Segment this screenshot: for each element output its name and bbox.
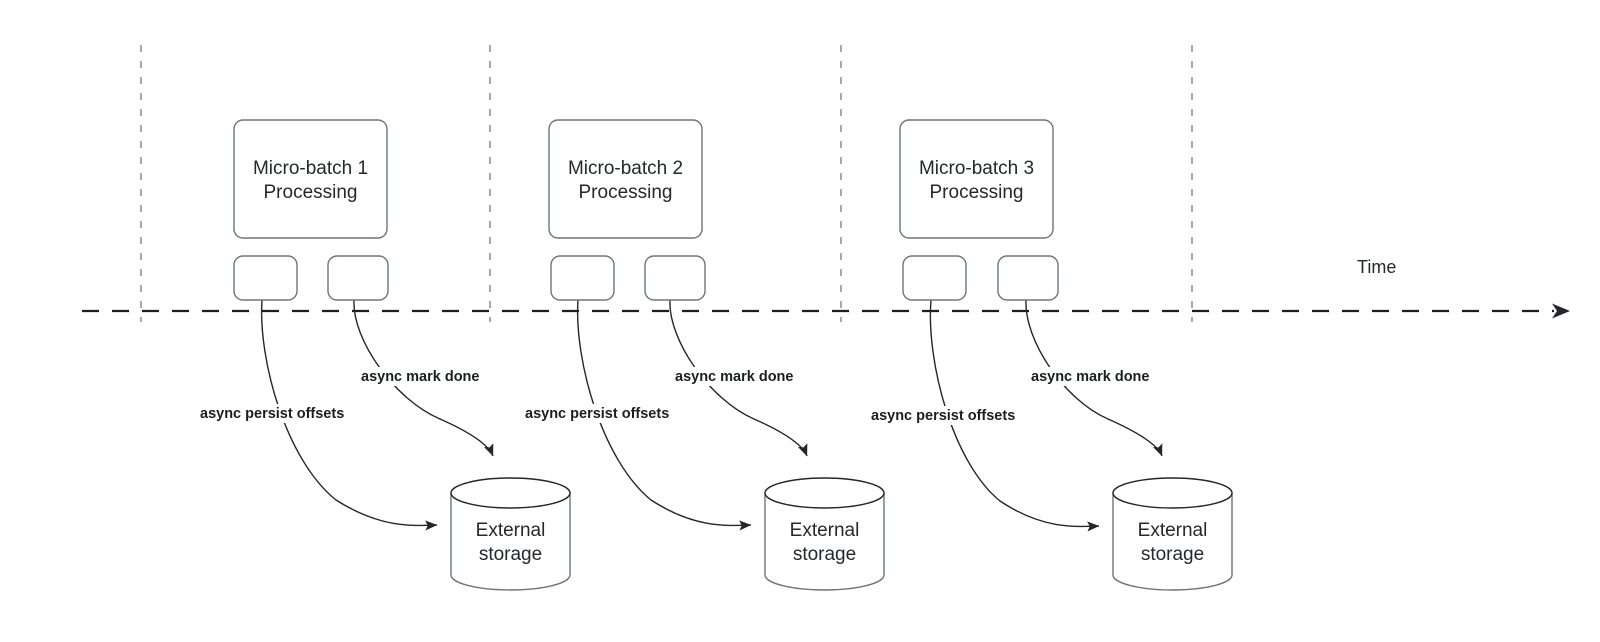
- flow-edges-group: [260, 299, 1163, 532]
- cylinder-top-ellipse-1: [450, 477, 571, 509]
- task-2a[interactable]: [550, 255, 615, 301]
- time-axis: Time: [82, 257, 1570, 319]
- micro-batch-box-1[interactable]: [233, 119, 388, 239]
- task-3b-box[interactable]: [997, 255, 1059, 301]
- mark-done-2-label-backdrop: [672, 367, 794, 386]
- mark-done-1-label-backdrop: [358, 367, 480, 386]
- task-1a[interactable]: [233, 255, 298, 301]
- task-3a[interactable]: [902, 255, 967, 301]
- task-2b-box[interactable]: [644, 255, 706, 301]
- cylinder-top-ellipse-2: [764, 477, 885, 509]
- persist-offsets-3-label: async persist offsets: [871, 408, 1015, 424]
- task-1b-box[interactable]: [327, 255, 389, 301]
- cylinder-top-ellipse-3: [1112, 477, 1233, 509]
- task-2a-box[interactable]: [550, 255, 615, 301]
- persist-offsets-3-label-backdrop: [868, 406, 1036, 425]
- mark-done-1-curve: [353, 299, 494, 457]
- task-2b[interactable]: [644, 255, 706, 301]
- task-1a-box[interactable]: [233, 255, 298, 301]
- flow-edge-labels-group: async persist offsets async mark done asyn…: [197, 367, 1150, 425]
- mark-done-3-curve: [1025, 299, 1163, 457]
- persist-offsets-1-curve: [260, 299, 438, 531]
- persist-offsets-3-curve: [929, 299, 1100, 532]
- cylinder-body-3: [1112, 492, 1233, 591]
- timeline-tick-group: [140, 45, 1193, 322]
- persist-offsets-2-label-backdrop: [522, 404, 690, 423]
- persist-offsets-1-label: async persist offsets: [200, 406, 344, 422]
- task-3b[interactable]: [997, 255, 1059, 301]
- micro-batch-box-2[interactable]: [548, 119, 703, 239]
- mark-done-3-label: async mark done: [1031, 369, 1149, 385]
- mark-done-3-label-backdrop: [1028, 367, 1150, 386]
- time-axis-arrowhead: [1552, 303, 1570, 319]
- cylinder-body-1: [450, 492, 571, 591]
- persist-offsets-2-curve: [576, 299, 752, 531]
- time-axis-label: Time: [1357, 257, 1396, 277]
- mark-done-2-label: async mark done: [675, 369, 793, 385]
- mark-done-2-curve: [669, 299, 808, 457]
- task-3a-box[interactable]: [902, 255, 967, 301]
- mark-done-1-label: async mark done: [361, 369, 479, 385]
- micro-batch-box-3[interactable]: [899, 119, 1054, 239]
- persist-offsets-1-label-backdrop: [197, 404, 365, 423]
- persist-offsets-2-label: async persist offsets: [525, 406, 669, 422]
- task-1b[interactable]: [327, 255, 389, 301]
- cylinder-body-2: [764, 492, 885, 591]
